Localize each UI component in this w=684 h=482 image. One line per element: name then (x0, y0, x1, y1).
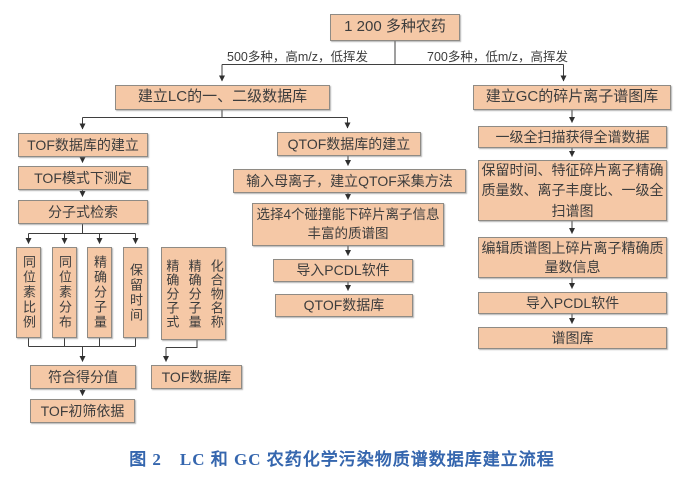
node-fragment-ion-info: 保留时间、特征碎片离子精确质量数、离子丰度比、一级全扫谱图 (478, 160, 667, 221)
accurate-mass2-label: 精确分子量 (186, 258, 202, 329)
node-tof-database: TOF数据库 (151, 365, 242, 389)
isotope-distribution-label: 同位素分布 (57, 255, 72, 330)
node-root-pesticides: 1 200 多种农药 (330, 14, 460, 41)
node-input-parent-ion: 输入母离子，建立QTOF采集方法 (233, 169, 466, 193)
node-formula-search: 分子式检索 (18, 200, 148, 224)
node-retention-time: 保留时间 (123, 247, 148, 338)
node-tof-screening-basis: TOF初筛依据 (30, 399, 135, 423)
node-edit-fragment-mass: 编辑质谱图上碎片离子精确质量数信息 (478, 237, 667, 278)
accurate-formula-label: 精确分子式 (164, 258, 180, 329)
node-qtof-db-build: QTOF数据库的建立 (277, 132, 421, 156)
node-compound-fields: 精确分子式 精确分子量 化合物名称 (161, 247, 226, 340)
node-select-collision-energy: 选择4个碰撞能下碎片离子信息丰富的质谱图 (252, 203, 444, 246)
node-lc-database-header: 建立LC的一、二级数据库 (115, 85, 330, 110)
isotope-ratio-label: 同位素比例 (21, 255, 36, 330)
node-spectrum-library: 谱图库 (478, 327, 667, 349)
node-qtof-database: QTOF数据库 (275, 294, 413, 317)
node-import-pcdl-gc: 导入PCDL软件 (478, 292, 667, 314)
compound-name-label: 化合物名称 (208, 258, 224, 329)
node-tof-mode-measure: TOF模式下测定 (18, 166, 148, 190)
figure-caption: 图 2 LC 和 GC 农药化学污染物质谱数据库建立流程 (129, 450, 555, 469)
node-full-scan: 一级全扫描获得全谱数据 (478, 126, 667, 148)
edge-label-gc-branch: 700多种，低m/z，高挥发 (427, 50, 568, 64)
node-tof-db-build: TOF数据库的建立 (18, 133, 148, 157)
node-match-score: 符合得分值 (30, 365, 136, 389)
node-gc-spectrum-library-header: 建立GC的碎片离子谱图库 (473, 85, 671, 110)
node-accurate-mass: 精确分子量 (87, 247, 112, 338)
node-import-pcdl-qtof: 导入PCDL软件 (273, 259, 413, 282)
accurate-mass-label: 精确分子量 (92, 255, 107, 330)
retention-time-label: 保留时间 (128, 262, 143, 323)
node-isotope-ratio: 同位素比例 (16, 247, 41, 338)
node-isotope-distribution: 同位素分布 (52, 247, 77, 338)
edge-label-lc-branch: 500多种，高m/z，低挥发 (227, 50, 368, 64)
